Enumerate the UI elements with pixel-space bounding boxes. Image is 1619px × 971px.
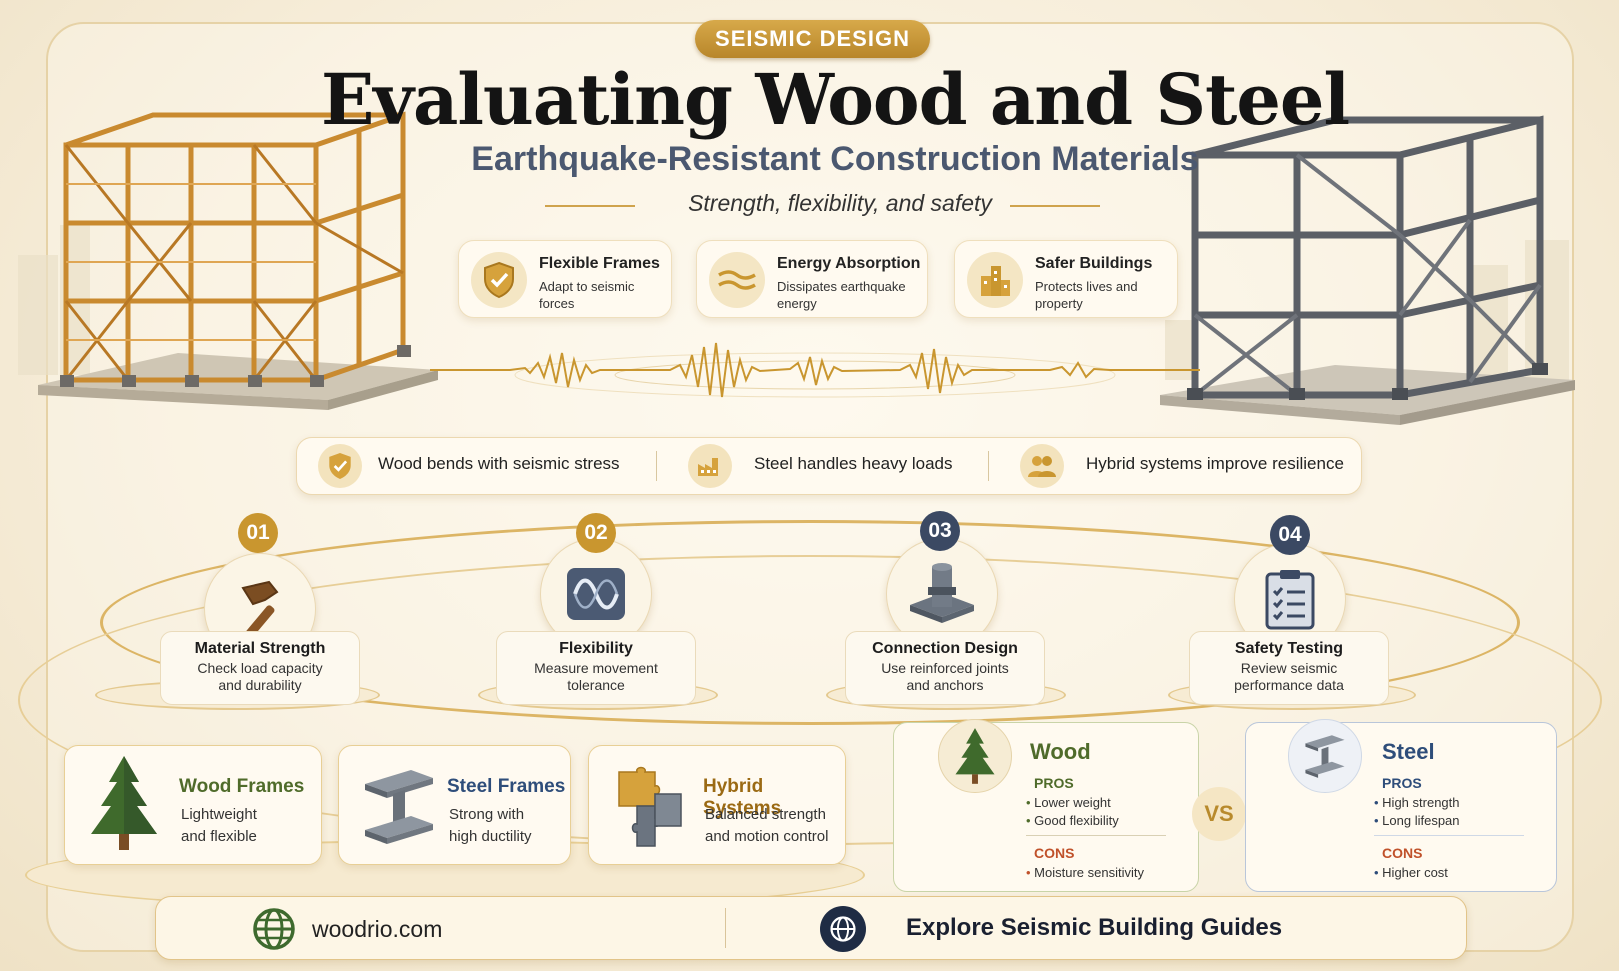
shield-check-icon	[318, 444, 362, 488]
step-line: performance data	[1234, 677, 1344, 693]
material-line: and flexible	[181, 828, 257, 845]
page-subtitle: Earthquake-Resistant Construction Materi…	[471, 140, 1199, 178]
buildings-icon	[967, 252, 1023, 308]
footer-site-link[interactable]: woodrio.com	[312, 916, 443, 942]
feature-card-safer-buildings: Safer Buildings Protects lives and prope…	[954, 240, 1178, 318]
step-title: Connection Design	[872, 640, 1018, 657]
step-number: 03	[920, 511, 960, 551]
strip-text: Steel handles heavy loads	[754, 454, 953, 473]
material-line: Lightweight	[181, 806, 257, 823]
material-line: and motion control	[705, 828, 829, 845]
comparison-title: Wood	[1030, 739, 1091, 764]
feature-title: Flexible Frames	[539, 255, 660, 272]
feature-desc: Protects lives and property	[1035, 279, 1138, 311]
step-line: Review seismic	[1240, 660, 1338, 676]
step-title: Flexibility	[559, 640, 633, 657]
comparison-title: Steel	[1382, 739, 1435, 764]
strip-divider	[988, 451, 989, 481]
pros-item: • Lower weight	[1026, 795, 1111, 810]
step-card-flexibility: Flexibility Measure movement tolerance	[496, 631, 696, 705]
shield-check-icon	[471, 252, 527, 308]
step-line: Use reinforced joints	[881, 660, 1009, 676]
key-points-strip	[296, 437, 1362, 495]
feature-title: Energy Absorption	[777, 255, 921, 272]
step-title: Material Strength	[194, 640, 326, 657]
step-line: tolerance	[567, 677, 625, 693]
feature-card-flexible-frames: Flexible Frames Adapt to seismic forces	[458, 240, 672, 318]
i-beam-icon	[359, 766, 439, 851]
people-icon	[1020, 444, 1064, 488]
cons-item: • Higher cost	[1374, 865, 1448, 880]
comparison-card-steel: Steel PROS • High strength • Long lifesp…	[1245, 719, 1557, 892]
tree-icon	[87, 754, 161, 857]
tagline: Strength, flexibility, and safety	[688, 190, 992, 216]
feature-title: Safer Buildings	[1035, 255, 1153, 272]
pros-item: • Long lifespan	[1374, 813, 1460, 828]
material-title: Steel Frames	[447, 776, 566, 797]
step-title: Safety Testing	[1234, 640, 1344, 657]
strip-divider	[656, 451, 657, 481]
step-line: and durability	[218, 677, 302, 693]
versus-badge: VS	[1192, 787, 1246, 841]
steel-frame-building-illustration	[1160, 115, 1575, 425]
wood-frame-building-illustration	[38, 111, 438, 410]
footer-divider	[725, 908, 726, 948]
globe-icon	[820, 906, 866, 952]
strip-text: Wood bends with seismic stress	[378, 454, 620, 473]
factory-icon	[688, 444, 732, 488]
material-title: Wood Frames	[179, 776, 305, 797]
material-line: high ductility	[449, 828, 532, 845]
pros-label: PROS	[1034, 775, 1074, 791]
material-card-hybrid-systems: Hybrid Systems Balanced strength and mot…	[588, 745, 846, 865]
material-card-steel-frames: Steel Frames Strong with high ductility	[338, 745, 571, 865]
footer-bar	[155, 896, 1467, 960]
material-card-wood-frames: Wood Frames Lightweight and flexible	[64, 745, 322, 865]
puzzle-icon	[615, 766, 685, 855]
cons-label: CONS	[1034, 845, 1075, 861]
tagline-rule-right	[1010, 205, 1100, 207]
feature-desc: Dissipates earthquake energy	[777, 279, 906, 311]
feature-desc: Adapt to seismic forces	[539, 279, 635, 311]
step-number: 01	[238, 513, 278, 553]
page-title: Evaluating Wood and Steel	[320, 58, 1350, 141]
skyline-building	[18, 255, 58, 375]
cons-item: • Moisture sensitivity	[1026, 865, 1144, 880]
divider	[1374, 835, 1524, 836]
category-badge: SEISMIC DESIGN	[695, 20, 930, 58]
material-title: Hybrid Systems	[703, 776, 782, 819]
globe-icon	[252, 907, 296, 956]
comparison-card-wood: Wood PROS • Lower weight • Good flexibil…	[893, 719, 1199, 892]
i-beam-icon	[1288, 719, 1362, 793]
step-card-material-strength: Material Strength Check load capacity an…	[160, 631, 360, 705]
pros-label: PROS	[1382, 775, 1422, 791]
pros-item: • Good flexibility	[1026, 813, 1119, 828]
pros-item: • High strength	[1374, 795, 1460, 810]
tree-icon	[938, 719, 1012, 793]
step-number: 02	[576, 513, 616, 553]
strip-text: Hybrid systems improve resilience	[1086, 454, 1344, 473]
step-line: Measure movement	[534, 660, 658, 676]
material-line: Strong with	[449, 806, 525, 823]
divider	[1026, 835, 1166, 836]
step-number: 04	[1270, 515, 1310, 555]
wave-icon	[709, 252, 765, 308]
cons-label: CONS	[1382, 845, 1423, 861]
feature-card-energy-absorption: Energy Absorption Dissipates earthquake …	[696, 240, 928, 318]
step-line: Check load capacity	[197, 660, 323, 676]
step-card-safety-testing: Safety Testing Review seismic performanc…	[1189, 631, 1389, 705]
seismic-waveform	[430, 342, 1200, 398]
skyline-building	[1470, 265, 1508, 385]
tagline-rule-left	[545, 205, 635, 207]
step-card-connection-design: Connection Design Use reinforced joints …	[845, 631, 1045, 705]
material-line: Balanced strength	[705, 806, 826, 823]
footer-cta-link[interactable]: Explore Seismic Building Guides	[906, 914, 1283, 941]
step-line: and anchors	[906, 677, 984, 693]
